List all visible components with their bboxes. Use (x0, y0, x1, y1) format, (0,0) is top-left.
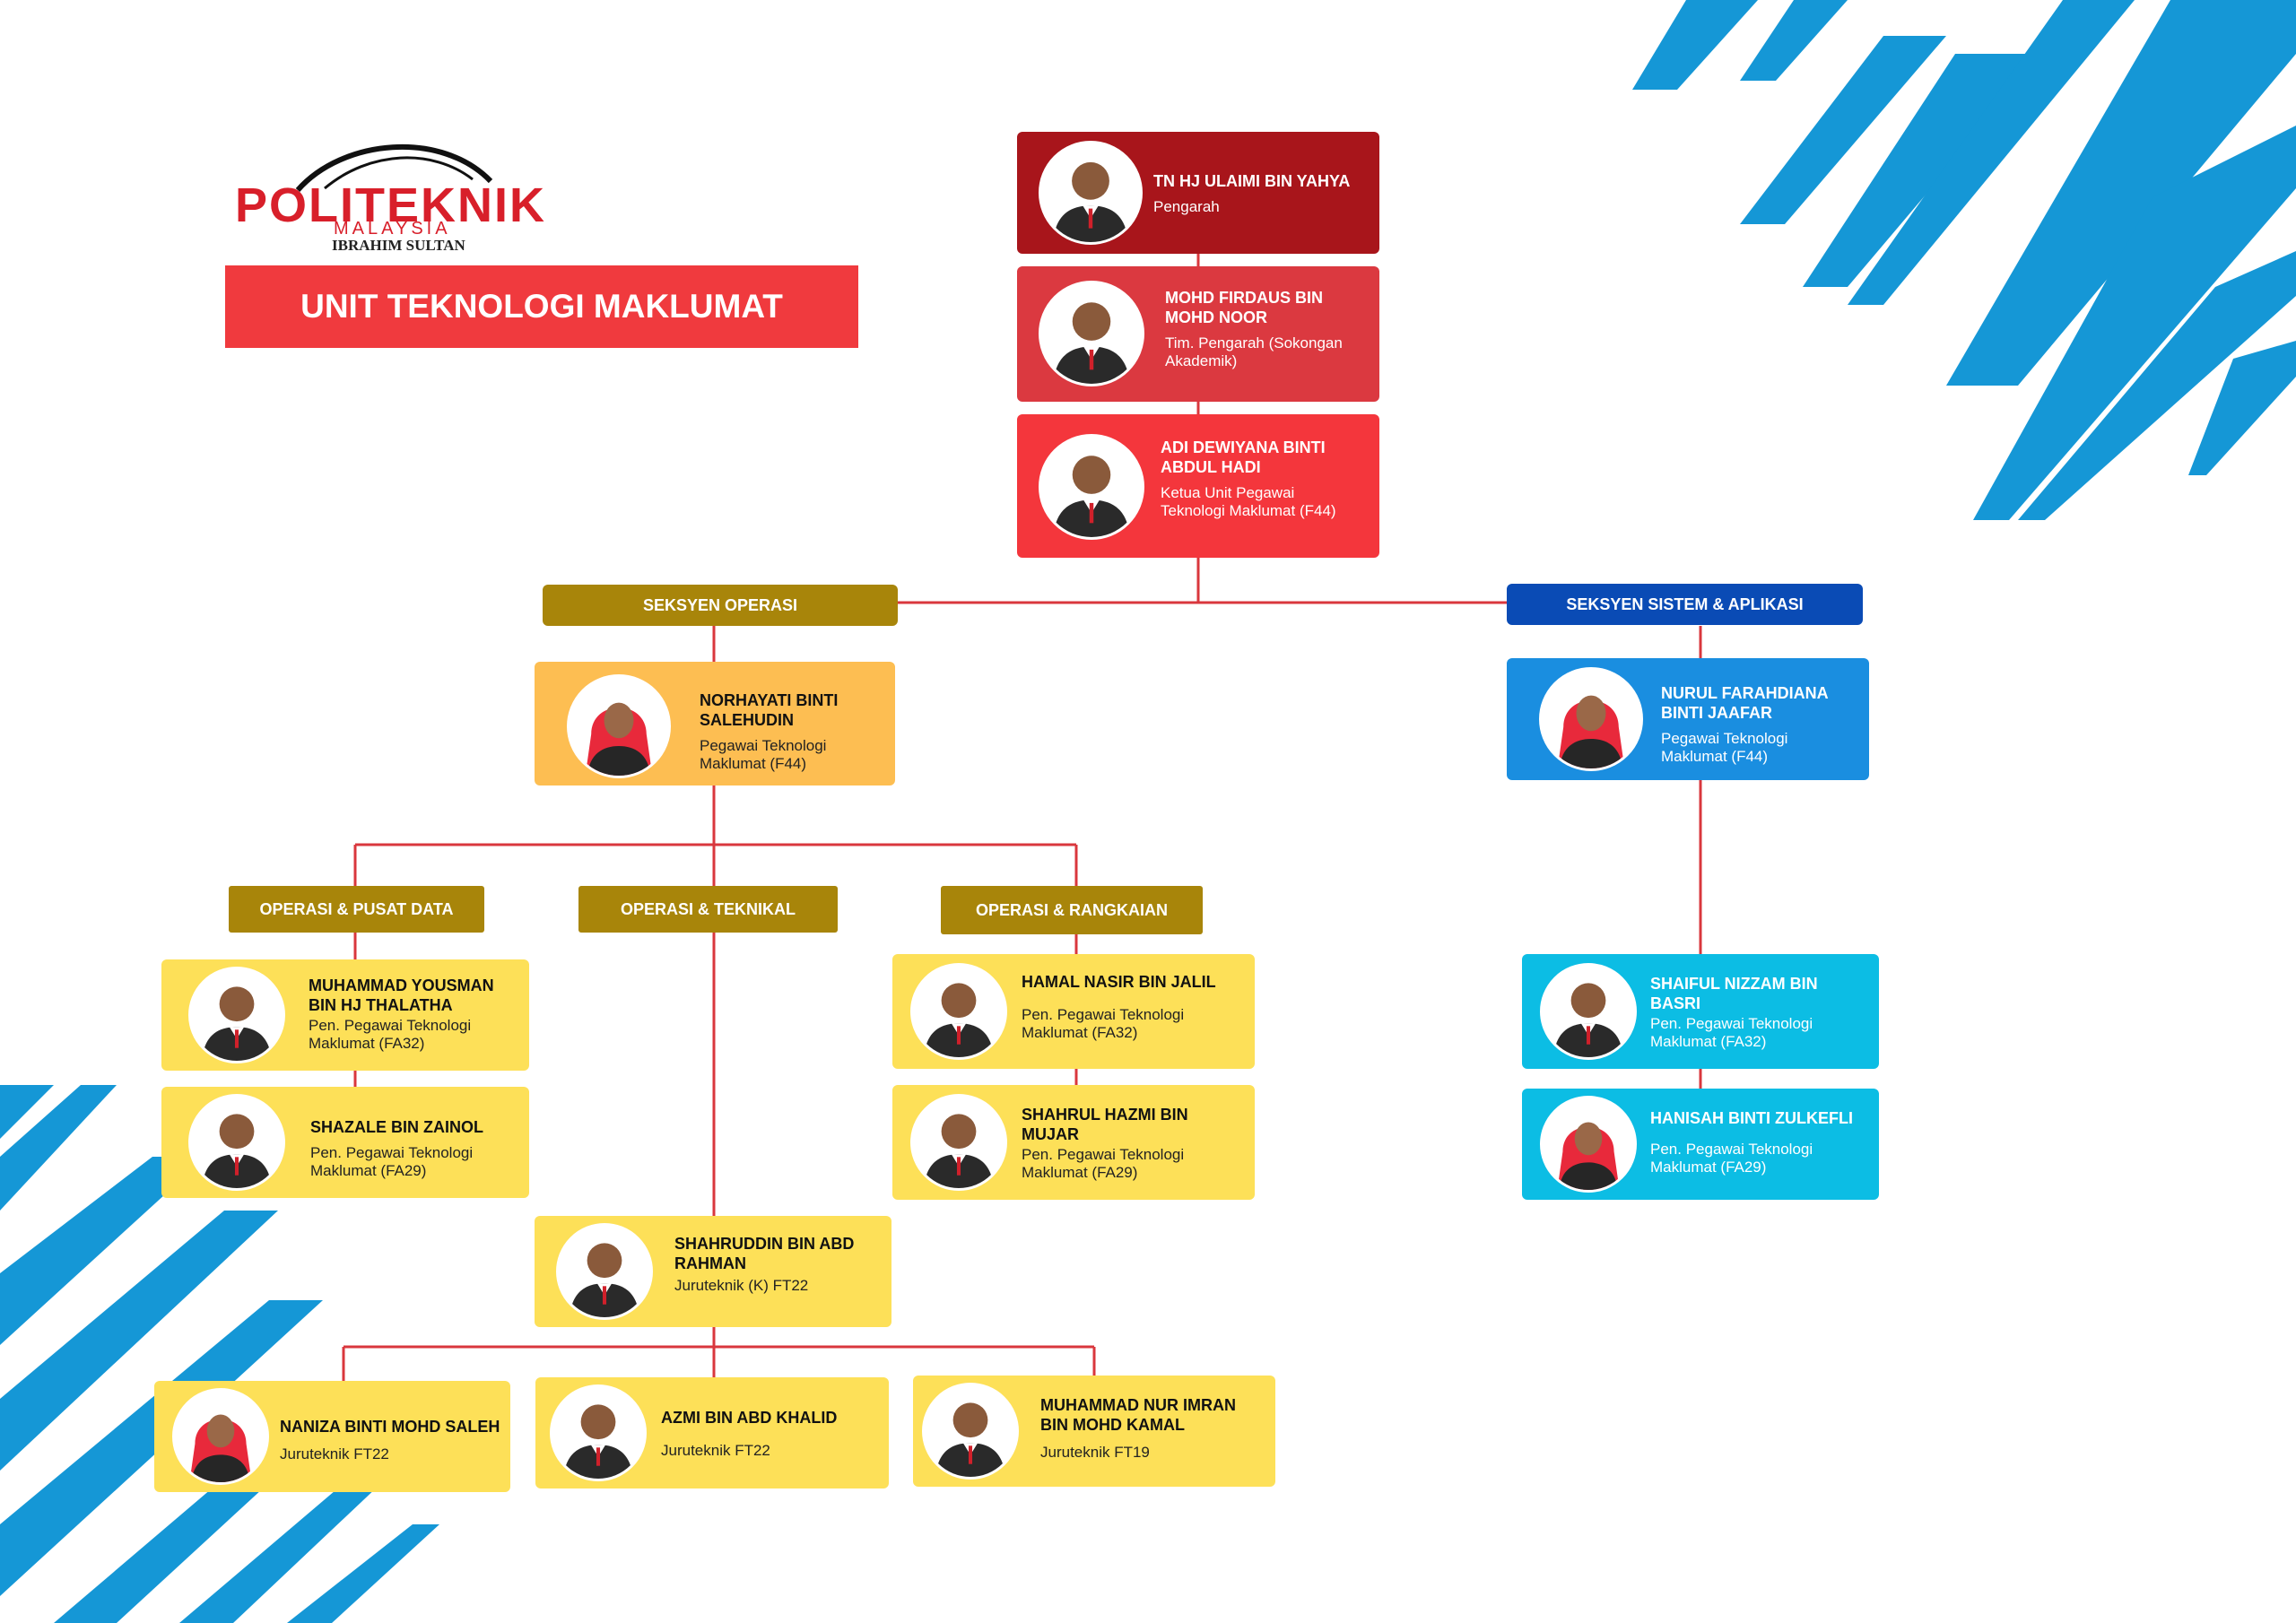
person-hijab-icon (585, 702, 653, 776)
avatar-shaiful (1540, 963, 1637, 1060)
staff-role: Tim. Pengarah (Sokongan Akademik) (1165, 334, 1343, 369)
staff-card-norhayati: NORHAYATI BINTI SALEHUDIN Pegawai Teknolo… (535, 662, 895, 785)
staff-card-imran: MUHAMMAD NUR IMRAN BIN MOHD KAMAL Jurutek… (913, 1376, 1275, 1487)
person-hijab-icon (1557, 695, 1625, 768)
avatar-norhayati (567, 674, 671, 778)
staff-name: TN HJ ULAIMI BIN YAHYA (1153, 172, 1351, 190)
person-icon (202, 1114, 272, 1188)
person-icon (202, 986, 272, 1061)
staff-role: Ketua Unit Pegawai Teknologi Maklumat (F… (1161, 484, 1336, 519)
logo-arc-icon (295, 143, 493, 192)
staff-name: MOHD FIRDAUS BIN MOHD NOOR (1165, 289, 1323, 326)
staff-card-naniza: NANIZA BINTI MOHD SALEH Juruteknik FT22 (154, 1381, 510, 1492)
staff-name: NURUL FARAHDIANA BINTI JAAFAR (1661, 684, 1828, 722)
avatar-imran (922, 1383, 1019, 1480)
logo-subtitle-country: MALAYSIA (334, 219, 451, 239)
section-label-operasi: SEKSYEN OPERASI (543, 585, 898, 626)
avatar-pengarah (1039, 141, 1143, 245)
staff-role: Juruteknik FT22 (280, 1445, 389, 1462)
top-right-stripes (1632, 0, 2296, 520)
staff-name: SHAIFUL NIZZAM BIN BASRI (1650, 975, 1818, 1012)
avatar-timbalan (1039, 281, 1144, 386)
section-label-rangkaian: OPERASI & RANGKAIAN (941, 886, 1203, 934)
staff-name: SHAHRUDDIN BIN ABD RAHMAN (674, 1235, 855, 1272)
person-icon (1053, 456, 1130, 537)
avatar-shahruddin (556, 1223, 653, 1320)
staff-name: AZMI BIN ABD KHALID (661, 1409, 838, 1427)
avatar-yousman (188, 967, 285, 1063)
avatar-naniza (172, 1388, 269, 1485)
staff-name: MUHAMMAD YOUSMAN BIN HJ THALATHA (309, 976, 494, 1014)
staff-role: Pen. Pegawai Teknologi Maklumat (FA32) (1022, 1006, 1185, 1041)
staff-role: Pen. Pegawai Teknologi Maklumat (FA29) (1650, 1141, 1813, 1176)
staff-name: HANISAH BINTI ZULKEFLI (1650, 1109, 1853, 1127)
staff-role: Juruteknik FT19 (1040, 1444, 1150, 1461)
person-icon (935, 1402, 1005, 1477)
staff-name: SHAZALE BIN ZAINOL (310, 1118, 483, 1136)
staff-role: Pen. Pegawai Teknologi Maklumat (FA29) (1022, 1146, 1185, 1181)
person-icon (1053, 161, 1128, 242)
section-label-teknikal: OPERASI & TEKNIKAL (578, 886, 838, 933)
staff-role: Pen. Pegawai Teknologi Maklumat (FA32) (309, 1017, 472, 1052)
person-hijab-icon (189, 1414, 252, 1482)
staff-name: HAMAL NASIR BIN JALIL (1022, 973, 1216, 991)
staff-card-shazale: SHAZALE BIN ZAINOL Pen. Pegawai Teknologi… (161, 1087, 529, 1198)
staff-card-pengarah: TN HJ ULAIMI BIN YAHYA Pengarah (1017, 132, 1379, 254)
person-icon (924, 983, 994, 1057)
staff-card-hamal: HAMAL NASIR BIN JALIL Pen. Pegawai Teknol… (892, 954, 1255, 1069)
avatar-hamal (910, 963, 1007, 1060)
person-icon (1053, 302, 1130, 384)
section-label-sistem: SEKSYEN SISTEM & APLIKASI (1507, 584, 1863, 625)
staff-card-shahruddin: SHAHRUDDIN BIN ABD RAHMAN Juruteknik (K) … (535, 1216, 891, 1327)
staff-role: Pengarah (1153, 198, 1220, 215)
person-icon (570, 1243, 639, 1317)
avatar-azmi (550, 1384, 647, 1481)
section-label-pusat-data: OPERASI & PUSAT DATA (229, 886, 484, 933)
staff-card-hanisah: HANISAH BINTI ZULKEFLI Pen. Pegawai Tekno… (1522, 1089, 1879, 1200)
logo-text: POLITEKNIK (235, 178, 547, 232)
avatar-hanisah (1540, 1096, 1637, 1193)
politeknik-logo: POLITEKNIK MALAYSIA IBRAHIM SULTAN (235, 135, 567, 254)
staff-card-nurul: NURUL FARAHDIANA BINTI JAAFAR Pegawai Tek… (1507, 658, 1869, 780)
staff-name: ADI DEWIYANA BINTI ABDUL HADI (1161, 438, 1326, 476)
avatar-shazale (188, 1094, 285, 1191)
person-hijab-icon (1557, 1122, 1620, 1190)
logo-subtitle-campus: IBRAHIM SULTAN (332, 237, 465, 254)
staff-name: MUHAMMAD NUR IMRAN BIN MOHD KAMAL (1040, 1396, 1236, 1434)
avatar-nurul (1539, 667, 1643, 771)
staff-role: Juruteknik (K) FT22 (674, 1277, 809, 1294)
staff-name: SHAHRUL HAZMI BIN MUJAR (1022, 1106, 1188, 1143)
staff-role: Pen. Pegawai Teknologi Maklumat (FA29) (310, 1144, 474, 1179)
staff-card-ketua-unit: ADI DEWIYANA BINTI ABDUL HADI Ketua Unit … (1017, 414, 1379, 558)
page-title: UNIT TEKNOLOGI MAKLUMAT (225, 265, 858, 348)
person-icon (563, 1404, 633, 1479)
staff-role: Pegawai Teknologi Maklumat (F44) (700, 737, 827, 772)
avatar-shahrul (910, 1094, 1007, 1191)
person-icon (1553, 983, 1623, 1057)
staff-role: Pegawai Teknologi Maklumat (F44) (1661, 730, 1788, 765)
staff-role: Pen. Pegawai Teknologi Maklumat (FA32) (1650, 1015, 1813, 1050)
staff-card-timbalan: MOHD FIRDAUS BIN MOHD NOOR Tim. Pengarah … (1017, 266, 1379, 402)
staff-card-azmi: AZMI BIN ABD KHALID Juruteknik FT22 (535, 1377, 889, 1488)
person-icon (924, 1114, 994, 1188)
staff-role: Juruteknik FT22 (661, 1442, 770, 1459)
avatar-ketua-unit (1039, 434, 1144, 540)
staff-name: NORHAYATI BINTI SALEHUDIN (700, 691, 839, 729)
staff-name: NANIZA BINTI MOHD SALEH (280, 1418, 500, 1436)
